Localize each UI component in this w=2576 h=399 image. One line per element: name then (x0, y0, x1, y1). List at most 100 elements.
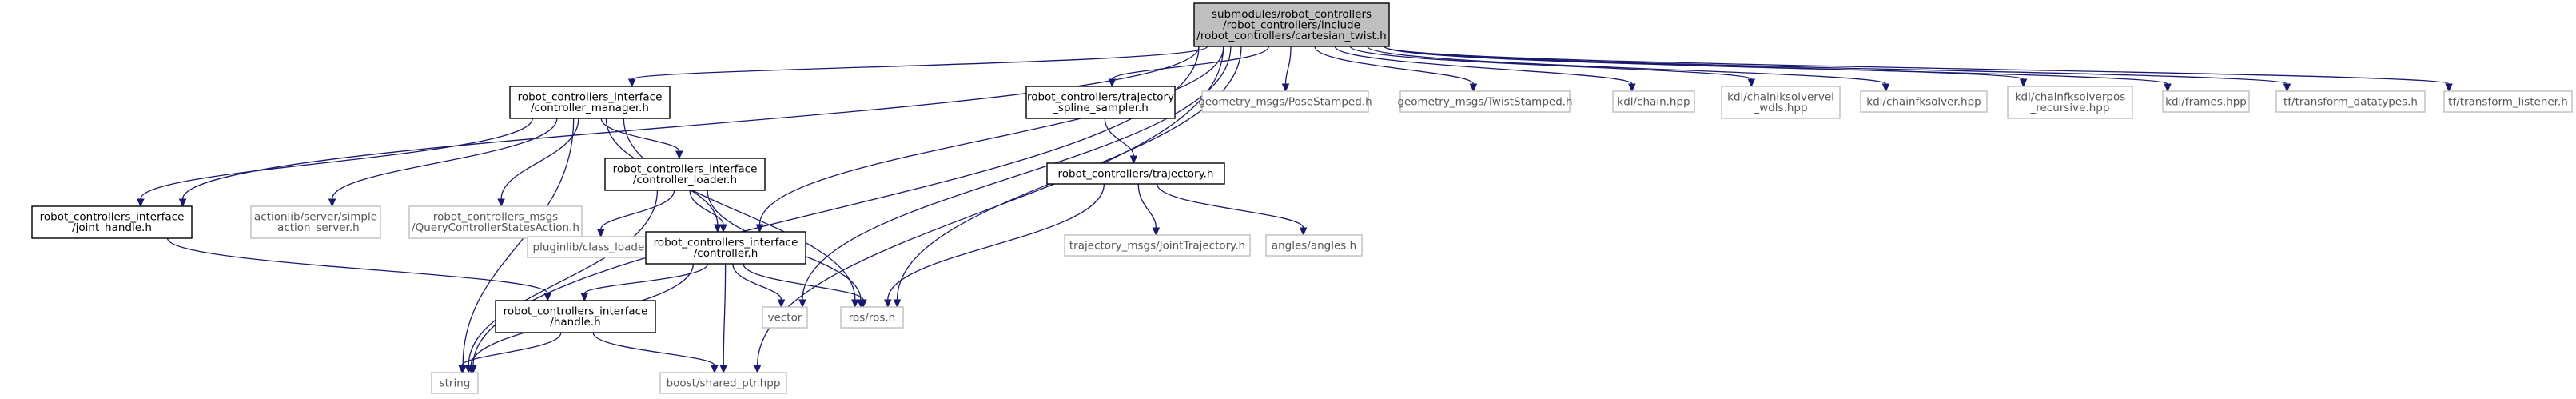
edge-arrowhead (1628, 83, 1636, 93)
node-label-line: robot_controllers_interface (654, 237, 798, 249)
node-handle[interactable]: robot_controllers_interface/handle.h (495, 300, 656, 333)
node-box (645, 231, 806, 265)
node-label-line: submodules/robot_controllers (1212, 8, 1372, 21)
node-label-line: robot_controllers/trajectory (1027, 91, 1174, 104)
dependency-edges (137, 46, 2453, 374)
edge-arrowhead (580, 293, 589, 302)
node-plc: pluginlib/class_loader.h (527, 236, 664, 258)
node-vector: vector (762, 306, 808, 329)
node-frames: kdl/frames.hpp (2162, 90, 2250, 113)
node-label-line: robot_controllers_interface (40, 211, 185, 224)
node-box (1064, 234, 1251, 257)
edge-arrowhead (2164, 83, 2172, 93)
edge-arrowhead (1469, 83, 1478, 93)
edge-root-to-tfdt (1384, 46, 2288, 85)
node-box (2162, 90, 2250, 113)
edge-arrowhead (851, 299, 859, 309)
node-bsp: boost/shared_ptr.hpp (659, 372, 787, 394)
node-box (604, 158, 766, 191)
node-label-line: _spline_sampler.h (1052, 102, 1149, 114)
node-label-line: kdl/chainiksolvervel (1727, 91, 1834, 104)
node-box (1265, 234, 1363, 257)
edge-cm-to-string (462, 118, 575, 366)
edge-root-to-cikvel (1349, 46, 1752, 80)
node-box (2007, 86, 2133, 119)
edge-ctrl-to-ros (743, 263, 864, 301)
node-label-line: pluginlib/class_loader.h (533, 241, 659, 253)
node-twist: geometry_msgs/TwistStamped.h (1397, 90, 1573, 113)
edge-arrowhead (467, 365, 476, 374)
node-label-line: geometry_msgs/PoseStamped.h (1198, 95, 1372, 108)
node-label-line: _recursive.hpp (2030, 102, 2110, 114)
node-box (2275, 90, 2426, 113)
edge-arrowhead (719, 365, 727, 374)
node-label-line: /robot_controllers/cartesian_twist.h (1196, 30, 1386, 42)
edge-handle-to-bsp (592, 332, 715, 366)
node-label-line: robot_controllers_interface (613, 163, 758, 176)
edge-ctrl-to-bsp (723, 263, 727, 366)
node-jh[interactable]: robot_controllers_interface/joint_handle… (31, 205, 193, 239)
node-chain: kdl/chain.hpp (1612, 90, 1695, 113)
edge-root-to-ctrl (758, 46, 1224, 225)
node-box (509, 86, 671, 119)
node-qcs: robot_controllers_msgs/QueryControllerSt… (408, 205, 583, 239)
node-cl[interactable]: robot_controllers_interface/controller_l… (604, 158, 766, 191)
edge-arrowhead (798, 299, 806, 309)
node-cikvel: kdl/chainiksolvervel_wdls.hpp (1721, 86, 1841, 119)
node-box (840, 306, 904, 329)
node-label-line: robot_controllers/trajectory.h (1058, 167, 1214, 180)
edge-arrowhead (137, 198, 145, 208)
node-label-line: robot_controllers_msgs (433, 211, 558, 224)
node-root[interactable]: submodules/robot_controllers/robot_contr… (1193, 2, 1390, 47)
edge-traj-to-ang (1157, 183, 1304, 229)
node-box (1399, 90, 1571, 113)
node-label-line: robot_controllers_interface (518, 91, 663, 104)
node-ctrl[interactable]: robot_controllers_interface/controller.h (645, 231, 806, 265)
node-ang: angles/angles.h (1265, 234, 1363, 257)
node-box (495, 300, 656, 333)
node-label-line: boost/shared_ptr.hpp (667, 377, 781, 389)
node-ros: ros/ros.h (840, 306, 904, 329)
edge-arrowhead (755, 224, 764, 233)
edge-jh-to-handle (166, 237, 548, 294)
node-tss[interactable]: robot_controllers/trajectory_spline_samp… (1025, 86, 1176, 119)
edge-root-to-cfk (1367, 46, 1887, 85)
edge-ctrl-to-vector (732, 263, 782, 301)
node-tfdt: tf/transform_datatypes.h (2275, 90, 2426, 113)
node-box (527, 236, 664, 258)
node-box (1046, 162, 1225, 185)
edge-traj-to-ros (887, 183, 1105, 301)
node-traj[interactable]: robot_controllers/trajectory.h (1046, 162, 1225, 185)
edge-arrowhead (675, 150, 683, 160)
node-label-line: robot_controllers_interface (504, 305, 648, 318)
node-box (408, 205, 583, 239)
edge-arrowhead (543, 293, 551, 302)
node-as: actionlib/server/simple_action_server.h (250, 205, 381, 239)
edge-arrowhead (1129, 155, 1138, 165)
node-box (1612, 90, 1695, 113)
file-nodes: submodules/robot_controllers/robot_contr… (31, 2, 2573, 394)
edge-arrowhead (1281, 83, 1290, 93)
edge-root-to-pose (1284, 46, 1292, 85)
edge-root-to-jh (181, 46, 1200, 200)
node-label-line: tf/transform_datatypes.h (2283, 95, 2418, 108)
edge-cm-to-as (331, 118, 558, 200)
edge-cl-to-ctrl (689, 190, 724, 225)
node-label-line: /joint_handle.h (72, 221, 152, 234)
edge-ctrl-to-handle (583, 263, 709, 294)
node-label-line: /robot_controllers/include (1223, 18, 1360, 31)
node-box (1721, 86, 1841, 119)
edge-arrowhead (2019, 78, 2028, 88)
node-label-line: angles/angles.h (1272, 239, 1356, 252)
edge-arrowhead (596, 229, 605, 238)
edge-cm-to-cl (600, 118, 680, 152)
edge-root-to-chain (1334, 46, 1633, 85)
edge-arrowhead (1152, 227, 1161, 237)
edge-arrowhead (711, 365, 719, 374)
node-box (1201, 90, 1369, 113)
node-cm[interactable]: robot_controllers_interface/controller_m… (509, 86, 671, 119)
node-label-line: /controller_manager.h (531, 102, 649, 114)
node-label-line: tf/transform_listener.h (2448, 95, 2568, 108)
edge-cm-to-ros (623, 118, 856, 301)
edge-root-to-tfl (1384, 46, 2450, 85)
